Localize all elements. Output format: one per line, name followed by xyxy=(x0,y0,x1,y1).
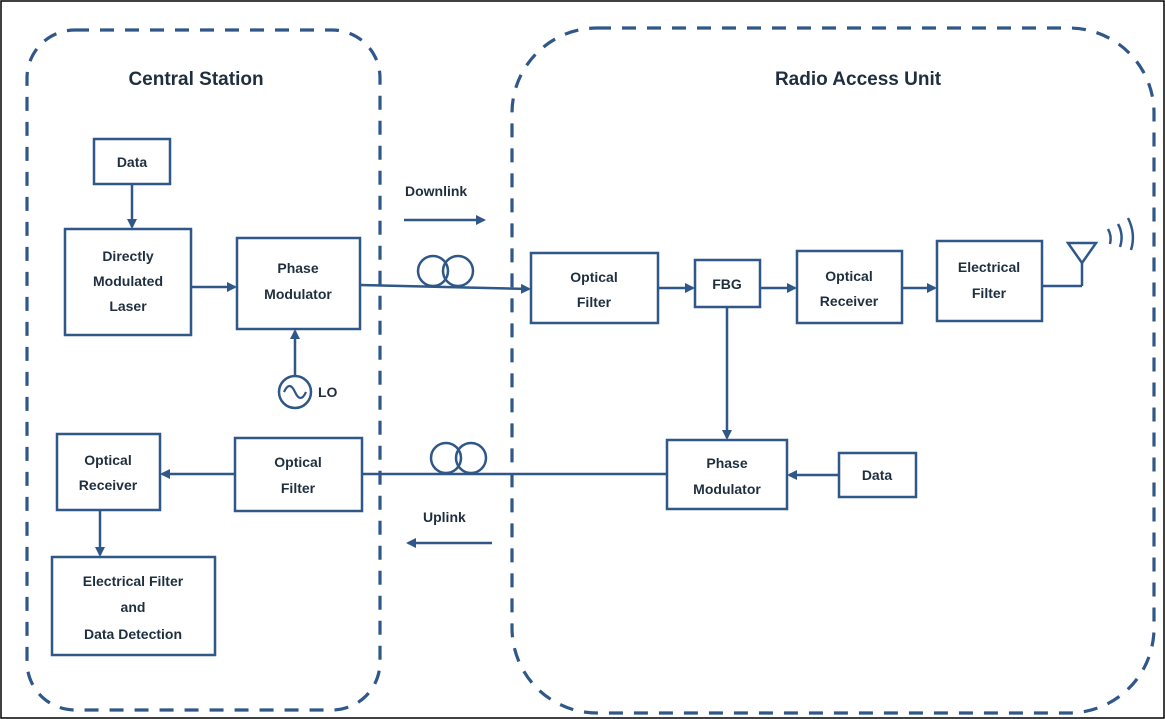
directly-modulated-laser-box: Directly Modulated Laser xyxy=(63,227,193,337)
downlink-fiber-coil-icon xyxy=(416,254,475,288)
radio-access-unit-region xyxy=(510,26,1156,715)
uplink-fiber-coil-icon xyxy=(429,441,488,475)
central-receiver-label-line2: Receiver xyxy=(79,477,138,493)
electrical-filter-label-line2: Filter xyxy=(972,285,1007,301)
sine-oscillator-icon xyxy=(277,374,313,410)
data-source-label: Data xyxy=(117,154,148,170)
radio-waves-icon xyxy=(1106,217,1135,251)
radio-access-unit-title: Radio Access Unit xyxy=(775,69,942,90)
fbg-label: FBG xyxy=(712,276,742,292)
rau-optical-receiver-box: Optical Receiver xyxy=(795,249,904,325)
data-source-box: Data xyxy=(92,137,172,186)
central-optical-filter-box: Optical Filter xyxy=(233,436,364,513)
phase-modulator-box: Phase Modulator xyxy=(235,236,362,331)
rau-receiver-label-line2: Receiver xyxy=(820,293,879,309)
rau-phase-modulator-label-line1: Phase xyxy=(706,455,747,471)
downlink-fiber xyxy=(359,283,531,294)
data-detection-box: Electrical Filter and Data Detection xyxy=(50,555,217,657)
electrical-filter-box: Electrical Filter xyxy=(935,239,1044,323)
central-station-title: Central Station xyxy=(128,69,263,90)
rau-filter-label-line1: Optical xyxy=(570,269,617,285)
fbg-box: FBG xyxy=(693,258,762,309)
detection-label-line2: and xyxy=(121,599,146,615)
central-optical-receiver-box: Optical Receiver xyxy=(55,432,162,512)
laser-label-line3: Laser xyxy=(109,298,147,314)
rau-data-label: Data xyxy=(862,467,893,483)
detection-label-line1: Electrical Filter xyxy=(83,573,184,589)
detection-label-line3: Data Detection xyxy=(84,626,182,642)
laser-label-line2: Modulated xyxy=(93,273,163,289)
central-filter-label-line1: Optical xyxy=(274,454,321,470)
lo-label: LO xyxy=(318,384,338,400)
central-filter-label-line2: Filter xyxy=(281,480,316,496)
laser-label-line1: Directly xyxy=(102,248,154,264)
phase-modulator-label-line1: Phase xyxy=(277,260,318,276)
rau-optical-filter-box: Optical Filter xyxy=(529,251,660,325)
rau-filter-label-line2: Filter xyxy=(577,294,612,310)
rau-phase-modulator-box: Phase Modulator xyxy=(665,438,789,511)
local-oscillator: LO xyxy=(277,374,338,410)
rau-receiver-label-line1: Optical xyxy=(825,268,872,284)
central-station-region xyxy=(25,28,382,712)
rau-phase-modulator-label-line2: Modulator xyxy=(693,481,761,497)
phase-modulator-label-line2: Modulator xyxy=(264,286,332,302)
antenna-icon xyxy=(1042,241,1099,288)
uplink-label: Uplink xyxy=(423,509,466,525)
electrical-filter-label-line1: Electrical xyxy=(958,259,1020,275)
downlink-label: Downlink xyxy=(405,183,467,199)
rau-data-source-box: Data xyxy=(837,451,918,499)
central-receiver-label-line1: Optical xyxy=(84,452,131,468)
